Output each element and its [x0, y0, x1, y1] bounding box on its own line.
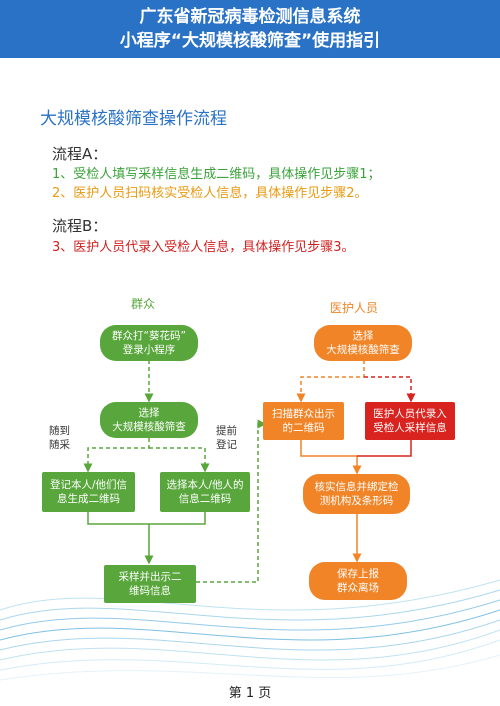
self-register-box: 登记本人/他们信 息生成二维码: [42, 472, 135, 512]
flow-a-step-2: 2、医护人员扫码核实受检人信息，具体操作见步骤2。: [52, 186, 368, 201]
header-title-line2: 小程序“大规模核酸筛查”使用指引: [119, 31, 381, 51]
verify-bind-box: 核实信息并绑定检 测机构及条形码: [303, 474, 410, 514]
select-screening-medical-box: 选择 大规模核酸筛查: [314, 325, 412, 361]
choose-person-box: 选择本人/他人的 信息二维码: [160, 472, 250, 512]
flow-a-label: 流程A：: [52, 145, 108, 163]
header-title-line1: 广东省新冠病毒检测信息系统: [139, 7, 361, 27]
note-walk-in: 随到 随采: [49, 425, 70, 451]
flow-b-label: 流程B：: [52, 217, 108, 235]
flow-a-step-1: 1、受检人填写采样信息生成二维码，具体操作见步骤1；: [52, 167, 381, 182]
select-screening-public-box: 选择 大规模核酸筛查: [100, 402, 198, 438]
public-column-title: 群众: [131, 297, 156, 311]
medical-column-title: 医护人员: [330, 301, 379, 315]
scan-qr-box: 扫描群众出示 的二维码: [263, 402, 344, 440]
section-title: 大规模核酸筛查操作流程: [40, 109, 227, 129]
login-miniprogram-box: 群众打“葵花码” 登录小程序: [100, 325, 198, 361]
flow-b-step-3: 3、医护人员代录入受检人信息，具体操作见步骤3。: [52, 240, 355, 255]
background-waves: [0, 579, 500, 681]
page-number: 第 1 页: [228, 686, 272, 701]
save-report-box: 保存上报 群众离场: [309, 562, 407, 600]
show-qr-box: 采样并出示二 维码信息: [104, 565, 196, 603]
proxy-entry-box: 医护人员代录入 受检人采样信息: [365, 402, 455, 440]
page-header: 广东省新冠病毒检测信息系统 小程序“大规模核酸筛查”使用指引: [0, 0, 500, 58]
note-pre-register: 提前 登记: [216, 425, 237, 451]
